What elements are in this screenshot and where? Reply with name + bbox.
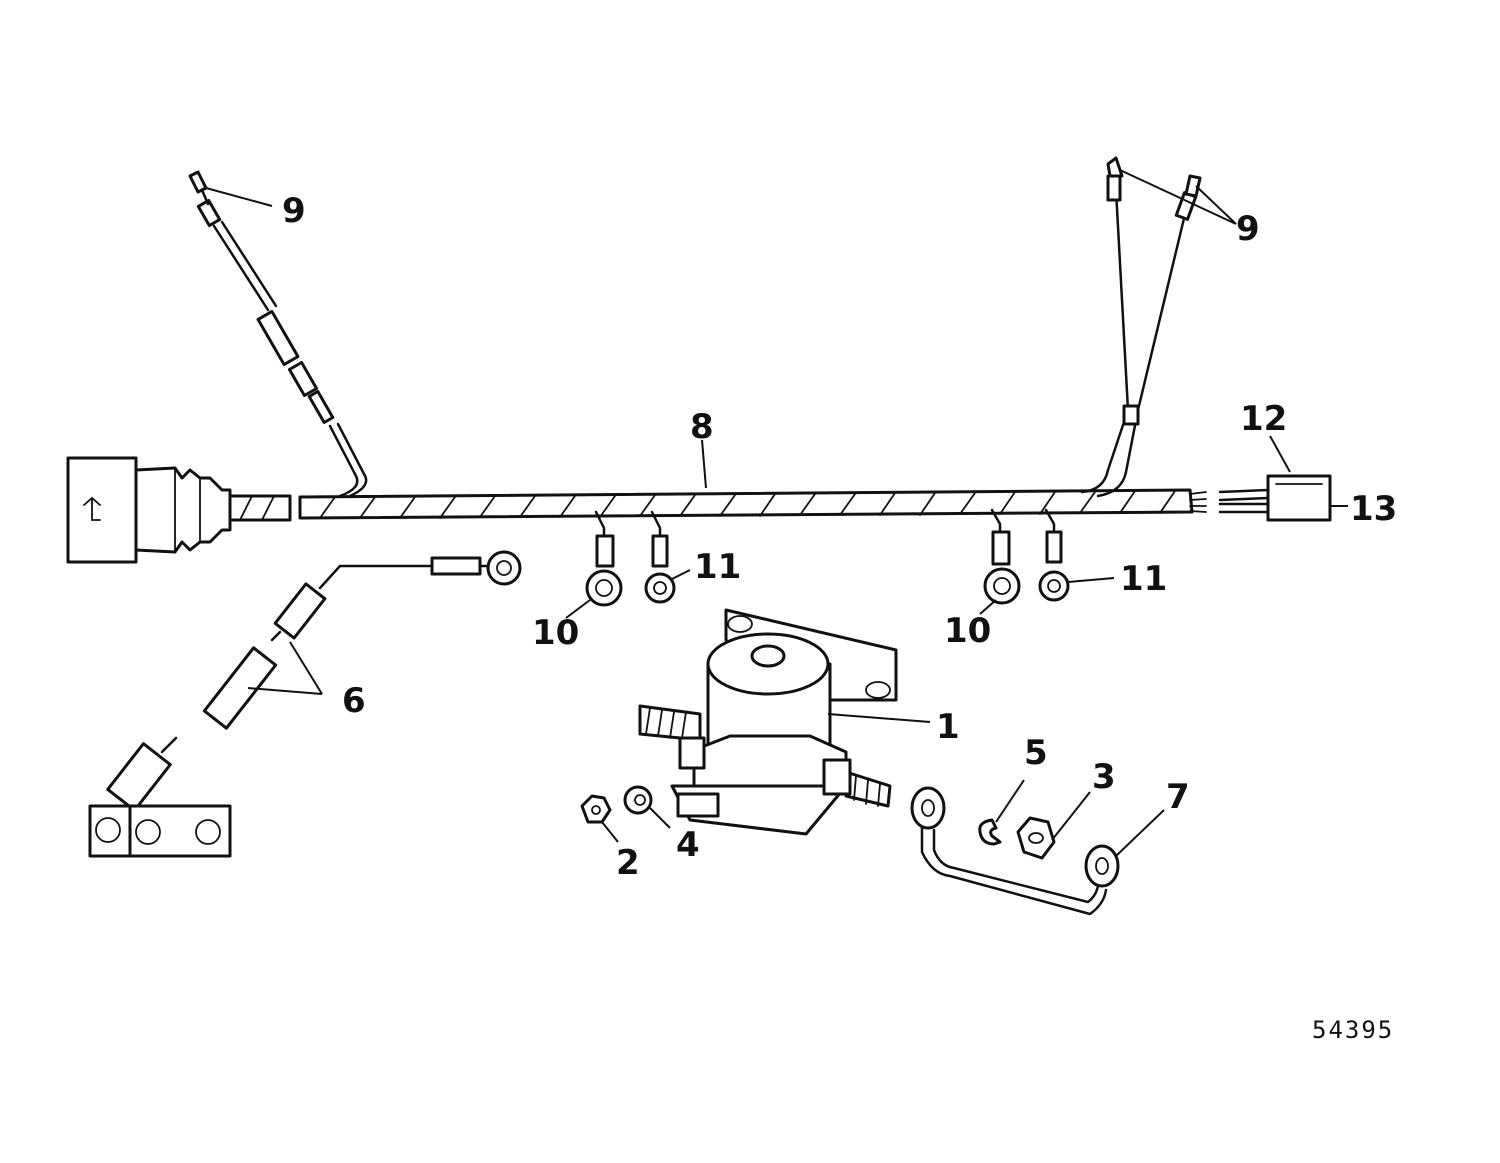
- callout-4: 4: [676, 825, 700, 865]
- starter-solenoid: [638, 608, 898, 836]
- callout-11-right: 11: [1120, 559, 1167, 599]
- callout-5: 5: [1024, 733, 1048, 773]
- callout-11-left: 11: [694, 547, 741, 587]
- harness-plug-connector: [66, 456, 292, 564]
- two-wire-connector: [1218, 474, 1332, 522]
- callout-1: 1: [936, 707, 960, 747]
- callout-9-right: 9: [1236, 209, 1260, 249]
- callout-labels: 1 2 3 4 5 6 7 8 9 9 10 10 11 11 12 13: [282, 191, 1397, 883]
- callout-6: 6: [342, 681, 366, 721]
- nut-2: [580, 794, 612, 824]
- callout-3: 3: [1092, 757, 1116, 797]
- lockwasher-4: [623, 785, 653, 815]
- callout-2: 2: [616, 843, 640, 883]
- callout-9-left: 9: [282, 191, 306, 231]
- left-branch-wire: [188, 170, 368, 498]
- lockwasher-5: [978, 818, 1002, 846]
- callout-10-right: 10: [944, 611, 991, 651]
- main-harness: [66, 456, 1207, 564]
- harness-stripes: [239, 490, 1176, 521]
- callout-7: 7: [1166, 777, 1190, 817]
- jumper-lead: [910, 786, 1120, 916]
- figure-number: 54395: [1312, 1016, 1394, 1044]
- leader-lines: [205, 169, 1348, 857]
- callout-13: 13: [1350, 489, 1397, 529]
- callout-12: 12: [1240, 399, 1287, 439]
- battery-cable: [88, 550, 522, 858]
- nut-3: [1016, 816, 1056, 860]
- callout-8: 8: [690, 407, 714, 447]
- callout-10-left: 10: [532, 613, 579, 653]
- right-branch-wires: [1080, 156, 1202, 498]
- ring-terminals: [585, 508, 1070, 607]
